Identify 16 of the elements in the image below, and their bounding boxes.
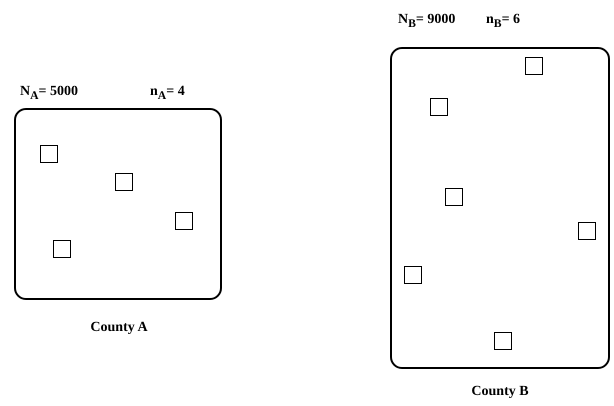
population-label: n$_{A}$= 4 bbox=[150, 84, 185, 104]
population-label: N$_{B}$= 9000 bbox=[398, 12, 456, 32]
population-label: N$_{A}$= 5000 bbox=[20, 84, 78, 104]
sample-square bbox=[40, 145, 58, 163]
sample-square bbox=[445, 188, 463, 206]
sample-square bbox=[430, 98, 448, 116]
sample-square bbox=[494, 332, 512, 350]
sample-square bbox=[175, 212, 193, 230]
sample-square bbox=[404, 266, 422, 284]
population-label: n$_{B}$= 6 bbox=[486, 12, 520, 32]
sample-square bbox=[525, 57, 543, 75]
county-caption: County A bbox=[89, 320, 149, 336]
sample-square bbox=[115, 173, 133, 191]
sample-square bbox=[53, 240, 71, 258]
county-caption: County B bbox=[470, 384, 530, 400]
sample-square bbox=[578, 222, 596, 240]
